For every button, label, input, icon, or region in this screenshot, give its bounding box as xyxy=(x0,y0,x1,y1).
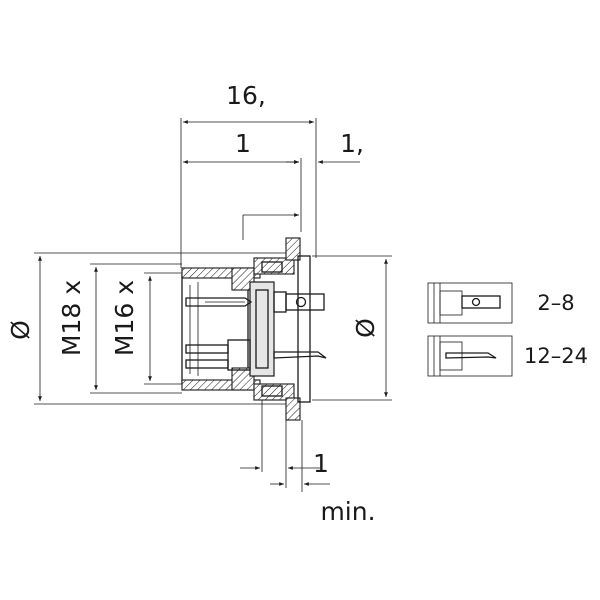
diameter-right-symbol: Ø xyxy=(351,318,380,338)
flange-thickness-label: 1, xyxy=(340,129,364,158)
panel-dimension xyxy=(240,400,330,492)
panel-qualifier-label: min. xyxy=(320,497,375,526)
thread-outer-label: M18 x xyxy=(57,280,86,356)
top-dimensions xyxy=(180,118,360,268)
connector-body xyxy=(181,237,327,421)
variant-12-24-thumbnail xyxy=(427,335,513,377)
variant-12-24-label: 12–24 xyxy=(524,344,588,368)
diameter-dimensions xyxy=(34,252,392,405)
diameter-left-symbol: Ø xyxy=(6,320,35,340)
body-length-label: 1 xyxy=(235,129,251,158)
panel-thickness-label: 1 xyxy=(313,449,329,478)
thread-inner-label: M16 x xyxy=(110,280,139,356)
variant-2-8-thumbnail xyxy=(427,282,513,324)
variant-2-8-label: 2–8 xyxy=(537,291,574,315)
overall-length-label: 16, xyxy=(226,81,266,110)
